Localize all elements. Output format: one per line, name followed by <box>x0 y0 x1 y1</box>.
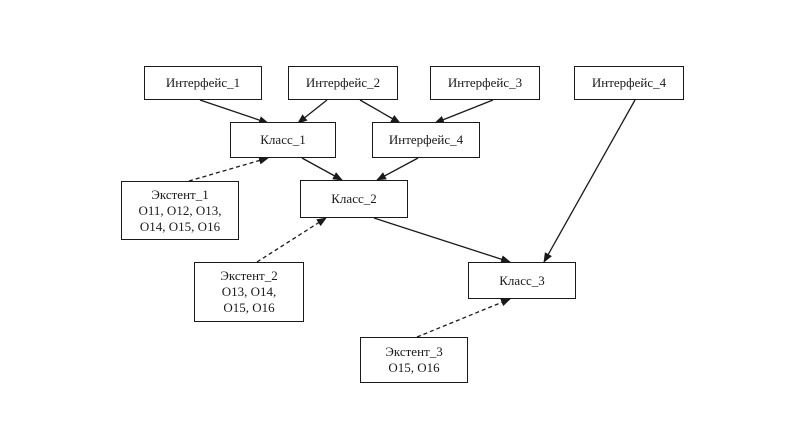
node-class-3: Класс_3 <box>468 262 576 299</box>
extent-objects: O14, O15, O16 <box>139 218 221 234</box>
extent-title: Экстент_1 <box>151 186 209 202</box>
edge-extent2-to-class2 <box>256 217 327 263</box>
node-label: Класс_1 <box>260 132 306 147</box>
node-label: Интерфейс_3 <box>447 75 523 90</box>
edge-iface2-to-class1 <box>297 99 328 124</box>
node-label: Интерфейс_1 <box>165 75 241 90</box>
node-class-1: Класс_1 <box>230 122 336 158</box>
edge-iface2-to-iface4_mid <box>359 99 401 124</box>
edge-class2-to-class3 <box>373 217 511 264</box>
extent-objects: O15, O16 <box>388 360 440 375</box>
extent-objects: O11, O12, O13, <box>138 202 222 218</box>
edge-class1-to-class2 <box>301 157 343 181</box>
extent-objects: O15, O16 <box>223 300 275 315</box>
node-label: Интерфейс_2 <box>305 75 381 90</box>
edge-iface3-to-iface4_mid <box>434 99 494 124</box>
node-label: Класс_3 <box>499 272 545 288</box>
node-interface-4-top: Интерфейс_4 <box>574 66 684 100</box>
node-interface-4-mid: Интерфейс_4 <box>372 122 480 158</box>
node-extent-3: Экстент_3 O15, O16 <box>360 337 468 383</box>
node-label: Класс_2 <box>331 191 377 206</box>
node-extent-2: Экстент_2 O13, O14, O15, O16 <box>194 262 304 322</box>
node-interface-3: Интерфейс_3 <box>430 66 540 100</box>
node-interface-1: Интерфейс_1 <box>144 66 262 100</box>
node-interface-2: Интерфейс_2 <box>288 66 398 100</box>
edge-extent1-to-class1 <box>188 156 269 182</box>
node-class-2: Класс_2 <box>300 180 408 218</box>
edge-iface4_top-to-class3 <box>543 99 636 263</box>
extent-title: Экстент_3 <box>385 344 443 359</box>
edge-extent3-to-class3 <box>416 298 511 338</box>
extent-objects: O13, O14, <box>221 284 277 299</box>
node-label: Интерфейс_4 <box>388 132 464 147</box>
node-extent-1: Экстент_1 O11, O12, O13, O14, O15, O16 <box>121 181 239 240</box>
extent-title: Экстент_2 <box>220 268 278 283</box>
node-label: Интерфейс_4 <box>591 75 667 90</box>
edge-iface4_mid-to-class2 <box>376 157 419 181</box>
edge-iface1-to-class1 <box>199 99 269 124</box>
